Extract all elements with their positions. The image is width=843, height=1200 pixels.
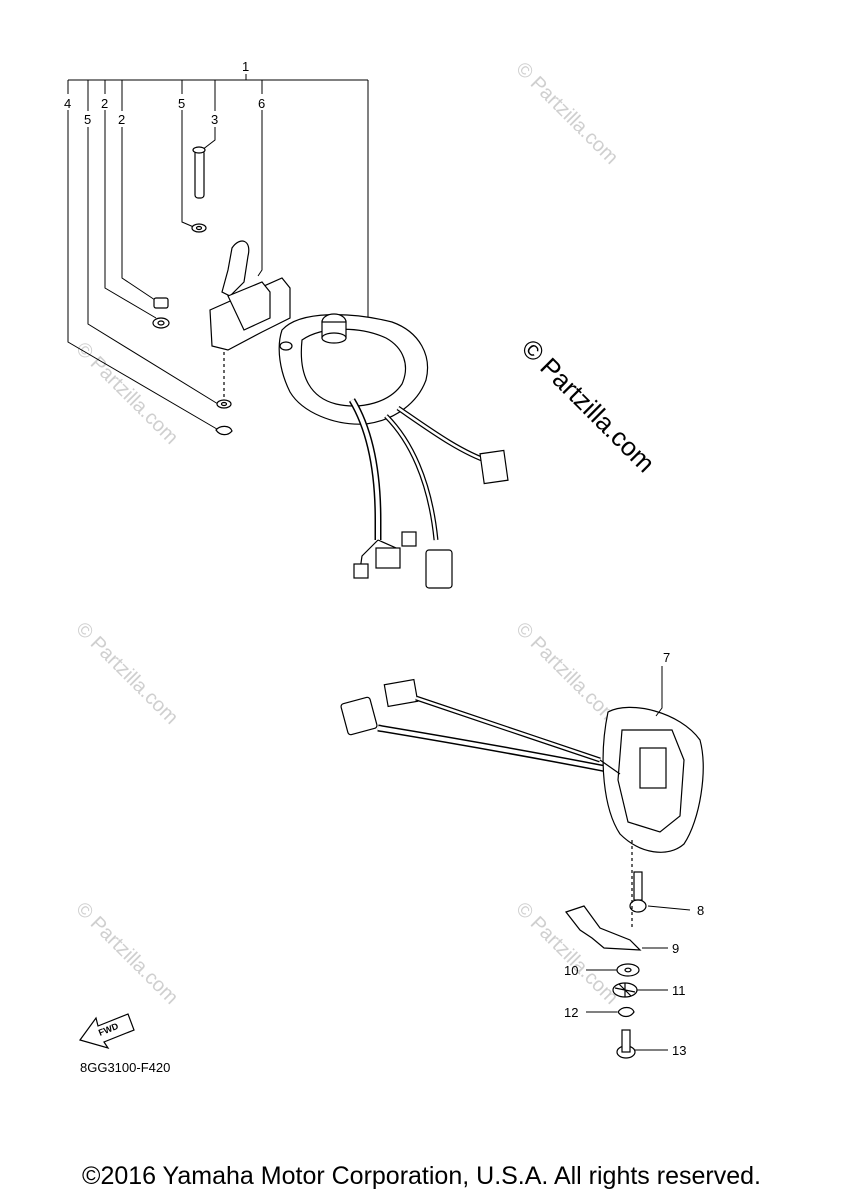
handle-switch-assembly-right bbox=[340, 678, 704, 1059]
callout-3: 3 bbox=[211, 112, 218, 127]
watermark: © Partzilla.com bbox=[71, 338, 182, 449]
connector bbox=[383, 678, 419, 708]
watermark: © Partzilla.com bbox=[511, 898, 622, 1009]
callout-6: 6 bbox=[258, 96, 265, 111]
callout-10: 10 bbox=[564, 963, 578, 978]
fwd-arrow-icon: FWD bbox=[79, 1013, 135, 1050]
watermark: © Partzilla.com bbox=[71, 618, 182, 729]
watermark: © Partzilla.com bbox=[511, 618, 622, 729]
clip-part bbox=[617, 1006, 635, 1018]
connector bbox=[340, 696, 378, 736]
lever-part bbox=[221, 240, 250, 297]
callout-bracket-top bbox=[67, 74, 369, 433]
bracket-part bbox=[565, 905, 642, 951]
pin-part bbox=[194, 149, 205, 199]
callout-9: 9 bbox=[672, 941, 679, 956]
watermark-large: © Partzilla.com bbox=[516, 333, 661, 478]
callout-5: 5 bbox=[178, 96, 185, 111]
callouts-top: 1 4 2 5 6 5 2 3 bbox=[64, 59, 265, 127]
handle-switch-assembly-left bbox=[152, 146, 509, 589]
callout-2: 2 bbox=[118, 112, 125, 127]
callout-7: 7 bbox=[663, 650, 670, 665]
callout-4: 4 bbox=[64, 96, 71, 111]
watermarks: © Partzilla.com © Partzilla.com © Partzi… bbox=[71, 58, 660, 1009]
watermark: © Partzilla.com bbox=[71, 898, 182, 1009]
callouts-bottom: 7 8 9 10 11 12 13 bbox=[564, 650, 704, 1058]
callout-11: 11 bbox=[672, 983, 686, 998]
drawing-code: 8GG3100-F420 bbox=[80, 1060, 170, 1075]
connector bbox=[353, 563, 369, 579]
copyright-text: ©2016 Yamaha Motor Corporation, U.S.A. A… bbox=[82, 1162, 761, 1190]
callout-1: 1 bbox=[242, 59, 249, 74]
nut-part bbox=[153, 297, 169, 309]
connector bbox=[401, 531, 417, 547]
callout-5: 5 bbox=[84, 112, 91, 127]
connector bbox=[425, 549, 453, 589]
clip-part bbox=[215, 425, 233, 436]
callout-12: 12 bbox=[564, 1005, 578, 1020]
callout-2: 2 bbox=[101, 96, 108, 111]
connector bbox=[375, 547, 401, 569]
watermark: © Partzilla.com bbox=[511, 58, 622, 169]
connector bbox=[479, 449, 509, 485]
callout-13: 13 bbox=[672, 1043, 686, 1058]
screw-part bbox=[633, 871, 643, 901]
callout-8: 8 bbox=[697, 903, 704, 918]
leaders-bottom bbox=[586, 666, 691, 1051]
